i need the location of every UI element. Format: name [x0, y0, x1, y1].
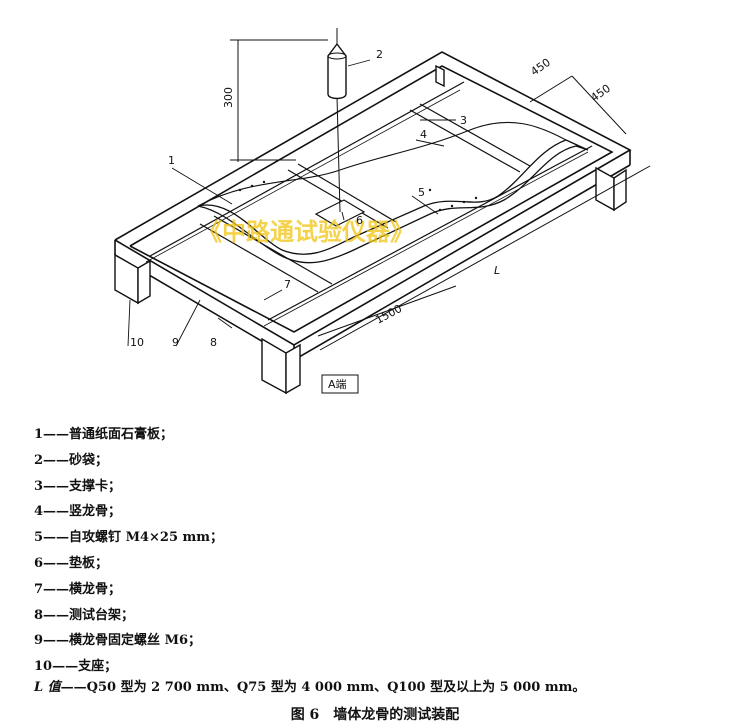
end-a-label: A端 [328, 378, 347, 391]
leg-back-left [435, 64, 445, 88]
dimension-450-lower: 450 [588, 82, 613, 105]
legend-item-9: 9——横龙骨固定螺丝 M6； [34, 633, 202, 649]
legend-item-3: 3——支撑卡； [34, 478, 122, 494]
callout-7: 7 [284, 278, 291, 291]
leg-front-right [261, 337, 287, 395]
figure-caption: 图 6 墙体龙骨的测试装配 [290, 707, 460, 723]
cross-studs [199, 103, 531, 293]
legend-item-6: 6——垫板； [34, 555, 109, 571]
dimension-450-upper: 450 [528, 56, 553, 79]
callout-6: 6 [356, 214, 363, 227]
callout-3: 3 [460, 114, 467, 127]
legend-item-1: 1——普通纸面石膏板； [34, 427, 174, 442]
callout-1: 1 [168, 154, 175, 167]
support-legs [114, 64, 627, 395]
screw-holes [238, 180, 478, 212]
callout-9: 9 [172, 336, 179, 349]
end-a-box [321, 374, 359, 394]
pad-plate [314, 199, 366, 227]
legend-item-5: 5——自攻螺钉 M4×25 mm； [34, 530, 224, 546]
watermark: 《中路通试验仪器》 [198, 218, 414, 246]
callout-5: 5 [418, 186, 425, 199]
callout-2: 2 [376, 48, 383, 61]
leg-front-left [114, 253, 139, 305]
sandbag [327, 42, 347, 100]
l-value-note: L 值——Q50 型为 2 700 mm、Q75 型为 4 000 mm、Q10… [34, 676, 585, 695]
callout-10: 10 [130, 336, 144, 349]
legend-item-4: 4——竖龙骨； [34, 504, 122, 520]
test-assembly-drawing: 300 450 450 L 1500 《中路通试验仪器》 1 2 3 4 5 6… [114, 28, 651, 395]
l-value-text: ——Q50 型为 2 700 mm、Q75 型为 4 000 mm、Q100 型… [60, 680, 586, 695]
leg-back-right [595, 166, 615, 212]
l-value-label: L 值 [34, 680, 61, 695]
dimension-L: L [494, 264, 500, 277]
test-frame [114, 51, 632, 361]
gypsum-board [197, 139, 589, 264]
dimension-300: 300 [222, 87, 235, 108]
legend-item-8: 8——测试台架； [34, 607, 135, 623]
legend-item-7: 7——横龙骨； [34, 581, 122, 597]
callout-8: 8 [210, 336, 217, 349]
legend-item-2: 2——砂袋； [34, 452, 109, 468]
legend-list: 1——普通纸面石膏板； 2——砂袋； 3——支撑卡； 4——竖龙骨； 5——自攻… [34, 422, 223, 680]
legend-item-10: 10——支座； [34, 659, 118, 675]
callout-4: 4 [420, 128, 427, 141]
sandbag-cord [336, 95, 341, 213]
